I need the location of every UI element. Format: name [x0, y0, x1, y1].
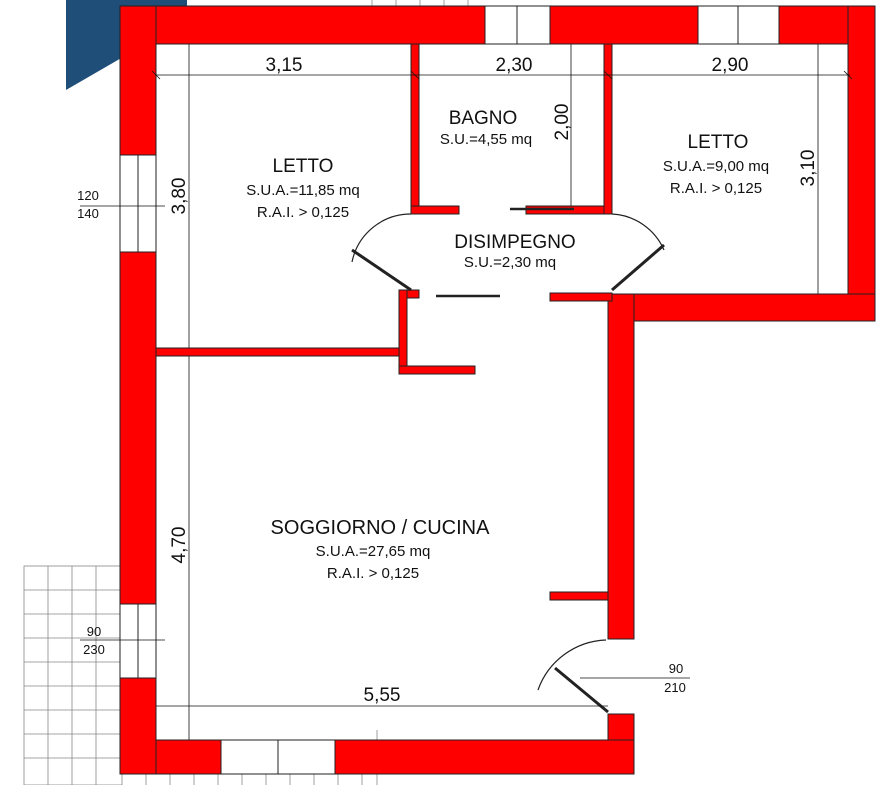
- bedroom-left-name: LETTO: [273, 156, 334, 177]
- dim-height-bedroom-left: 3,80: [169, 178, 190, 215]
- doors: [351, 207, 665, 714]
- dim-height-bedroom-right: 3,10: [798, 150, 819, 187]
- hallway-area: S.U.=2,30 mq: [464, 254, 556, 271]
- bedroom-left-area: S.U.A.=11,85 mq: [246, 182, 360, 199]
- window-left-lower-bottom: 230: [83, 642, 105, 657]
- dim-width-bathroom: 2,30: [496, 55, 533, 76]
- bathroom-area: S.U.=4,55 mq: [440, 131, 532, 148]
- window-left-upper-top: 120: [77, 188, 99, 203]
- living-rai: R.A.I. > 0,125: [327, 565, 419, 582]
- walls: [119, 5, 876, 775]
- top-edge-ticks: [371, 0, 469, 6]
- dim-height-bathroom: 2,00: [552, 104, 573, 141]
- dimension-lines: [80, 44, 853, 740]
- bedroom-right-area: S.U.A.=9,00 mq: [663, 158, 769, 175]
- living-name: SOGGIORNO / CUCINA: [271, 517, 491, 539]
- entrance-door-bottom: 210: [664, 680, 686, 695]
- dim-width-bedroom-right: 2,90: [712, 55, 749, 76]
- bathroom-name: BAGNO: [449, 108, 518, 129]
- window-left-lower-top: 90: [87, 624, 101, 639]
- dim-height-living: 4,70: [169, 527, 190, 564]
- terrace-grid-left: [23, 565, 123, 785]
- bedroom-right-rai: R.A.I. > 0,125: [670, 180, 762, 197]
- window-left-upper-bottom: 140: [77, 206, 99, 221]
- bedroom-right-name: LETTO: [688, 132, 749, 153]
- living-area: S.U.A.=27,65 mq: [316, 543, 431, 560]
- hallway-name: DISIMPEGNO: [454, 232, 575, 253]
- dim-width-living: 5,55: [364, 685, 401, 706]
- entrance-door-top: 90: [669, 661, 683, 676]
- bedroom-left-rai: R.A.I. > 0,125: [257, 204, 349, 221]
- dim-width-bedroom-left: 3,15: [266, 55, 303, 76]
- windows: [119, 5, 780, 775]
